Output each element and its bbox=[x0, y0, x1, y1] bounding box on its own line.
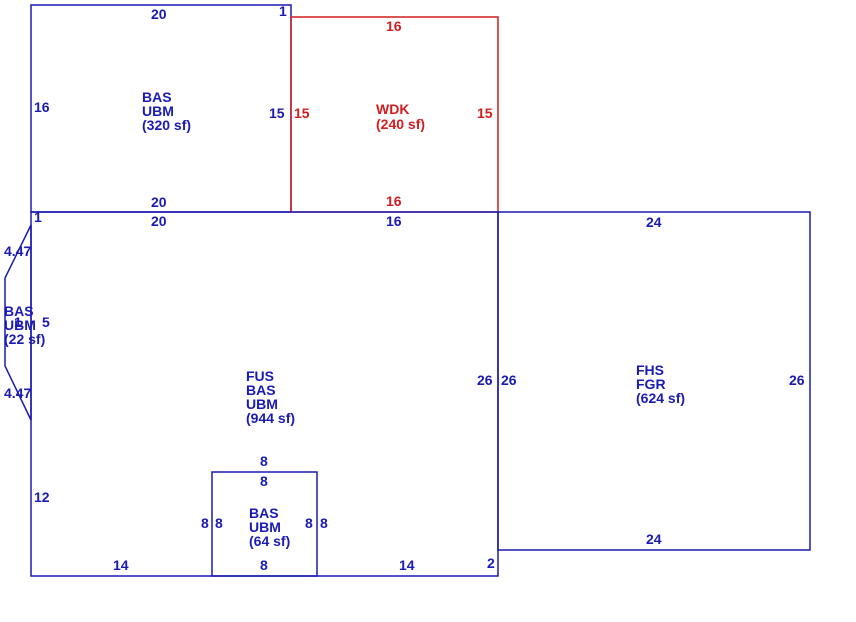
dim-label: 2 bbox=[487, 555, 495, 571]
area-label-line: UBM bbox=[4, 317, 36, 333]
dim-label: 8 bbox=[320, 515, 328, 531]
dim-label: 1 bbox=[34, 209, 42, 225]
dim-label: 8 bbox=[260, 453, 268, 469]
room-main-outline bbox=[30, 211, 499, 577]
area-label-line: (22 sf) bbox=[4, 331, 45, 347]
area-label-line: FUS bbox=[246, 368, 274, 384]
area-label-garage: FHS FGR (624 sf) bbox=[636, 362, 685, 406]
garage-outline bbox=[497, 211, 811, 551]
area-label-line: WDK bbox=[376, 101, 409, 117]
dim-label: 16 bbox=[386, 213, 402, 229]
area-label-line: UBM bbox=[142, 103, 174, 119]
area-label-left-bump: BAS UBM (22 sf) bbox=[4, 303, 45, 347]
dim-label: 24 bbox=[646, 531, 662, 547]
dim-label: 20 bbox=[151, 6, 167, 22]
area-label-line: UBM bbox=[249, 519, 281, 535]
dim-label: 8 bbox=[260, 557, 268, 573]
dim-label: 26 bbox=[477, 372, 493, 388]
dim-label: 4.47 bbox=[4, 243, 31, 259]
dim-label: 16 bbox=[386, 18, 402, 34]
area-label-line: BAS bbox=[142, 89, 172, 105]
dim-label: 24 bbox=[646, 214, 662, 230]
area-label-top-left: BAS UBM (320 sf) bbox=[142, 89, 191, 133]
area-label-line: (64 sf) bbox=[249, 533, 290, 549]
room-small-outline bbox=[211, 471, 318, 577]
dim-label: 16 bbox=[386, 193, 402, 209]
dim-label: 26 bbox=[501, 372, 517, 388]
dim-label: 15 bbox=[294, 105, 310, 121]
dim-label: 20 bbox=[151, 213, 167, 229]
area-label-line: (944 sf) bbox=[246, 410, 295, 426]
dim-label: 16 bbox=[34, 99, 50, 115]
area-label-main: FUS BAS UBM (944 sf) bbox=[246, 368, 295, 426]
area-label-line: BAS bbox=[249, 505, 279, 521]
dim-label: 1 bbox=[14, 314, 22, 330]
dim-label: 8 bbox=[201, 515, 209, 531]
dim-label: 5 bbox=[42, 314, 50, 330]
area-label-line: (624 sf) bbox=[636, 390, 685, 406]
dim-label: 12 bbox=[34, 489, 50, 505]
area-label-line: BAS bbox=[246, 382, 276, 398]
room-left-bump-outline bbox=[4, 224, 32, 421]
dim-label: 8 bbox=[260, 473, 268, 489]
area-label-line: FGR bbox=[636, 376, 666, 392]
area-label-wdk: WDK (240 sf) bbox=[376, 101, 425, 132]
dim-label: 15 bbox=[269, 105, 285, 121]
area-label-line: (320 sf) bbox=[142, 117, 191, 133]
dim-label: 20 bbox=[151, 194, 167, 210]
area-label-small: BAS UBM (64 sf) bbox=[249, 505, 290, 549]
area-label-line: BAS bbox=[4, 303, 34, 319]
dim-label: 8 bbox=[305, 515, 313, 531]
dim-label: 26 bbox=[789, 372, 805, 388]
dim-label: 15 bbox=[477, 105, 493, 121]
dim-label: 1 bbox=[279, 3, 287, 19]
dim-label: 14 bbox=[399, 557, 415, 573]
area-label-line: FHS bbox=[636, 362, 664, 378]
dim-label: 14 bbox=[113, 557, 129, 573]
dim-label: 4.47 bbox=[4, 385, 31, 401]
dim-label: 8 bbox=[215, 515, 223, 531]
area-label-line: UBM bbox=[246, 396, 278, 412]
area-label-line: (240 sf) bbox=[376, 116, 425, 132]
